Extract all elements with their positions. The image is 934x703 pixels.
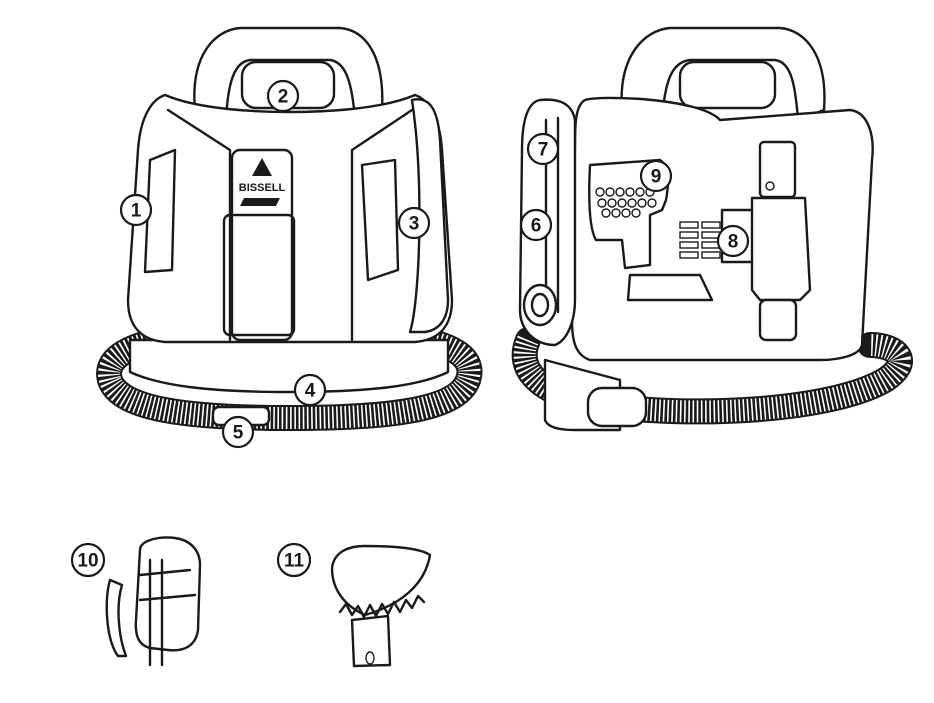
callout-6: 6 (519, 208, 553, 242)
back-tool-clip (720, 208, 754, 264)
callout-8: 8 (716, 224, 750, 258)
back-hose-tool-body (750, 196, 812, 302)
back-cord-plug-inner (530, 292, 550, 318)
callout-7: 7 (526, 132, 560, 166)
front-logo-plate (230, 148, 294, 342)
back-hose-tool-cap (758, 140, 797, 199)
callout-5: 5 (221, 415, 255, 449)
back-handle-grip (678, 60, 777, 110)
svg-text:10: 10 (77, 551, 98, 572)
callout-11: 11 (276, 542, 312, 578)
svg-text:6: 6 (531, 216, 542, 237)
callout-1: 1 (119, 193, 153, 227)
bissell-stripe-logo (240, 198, 280, 206)
nozzle-neck (350, 614, 392, 668)
svg-text:8: 8 (728, 232, 739, 253)
back-tool-bracket (626, 273, 714, 302)
svg-text:9: 9 (651, 167, 662, 188)
back-hose-tool-neck (758, 298, 798, 342)
front-v-panel (166, 108, 414, 342)
nozzle-bristles (338, 594, 426, 619)
bissell-logo-text: BISSELL (239, 182, 286, 194)
callout-10: 10 (70, 542, 106, 578)
clip-top (134, 536, 202, 652)
accessory-10-tool-clip (105, 536, 202, 667)
svg-text:1: 1 (131, 201, 142, 222)
svg-text:3: 3 (409, 214, 420, 235)
front-right-tank (408, 98, 450, 334)
front-right-panel-inset (360, 158, 400, 282)
back-handle (620, 26, 826, 122)
svg-text:2: 2 (278, 87, 289, 108)
clip-detail (138, 558, 197, 667)
back-hose-tool-hole (765, 181, 775, 191)
svg-text:7: 7 (538, 140, 549, 161)
back-hose (511, 327, 913, 425)
svg-text:4: 4 (305, 381, 316, 402)
svg-text:11: 11 (284, 551, 305, 572)
nozzle-neck-hole (365, 651, 375, 665)
accessory-11-nozzle (330, 544, 432, 668)
back-hose-port (586, 386, 648, 428)
front-logo-window (222, 213, 296, 337)
clip-arm (105, 578, 128, 658)
callout-9: 9 (639, 159, 673, 193)
back-view-unit (511, 26, 913, 432)
bissell-triangle-logo (252, 158, 272, 176)
nozzle-head (330, 544, 432, 617)
front-view-unit: BISSELL (96, 26, 483, 432)
front-base (128, 338, 450, 394)
callout-3: 3 (397, 206, 431, 240)
back-vents (679, 221, 721, 259)
callout-4: 4 (293, 373, 327, 407)
callout-2: 2 (266, 79, 300, 113)
back-cord-plug (522, 283, 558, 327)
svg-text:5: 5 (233, 423, 244, 444)
brush-bristles (595, 187, 657, 218)
front-left-panel-inset (143, 148, 177, 274)
